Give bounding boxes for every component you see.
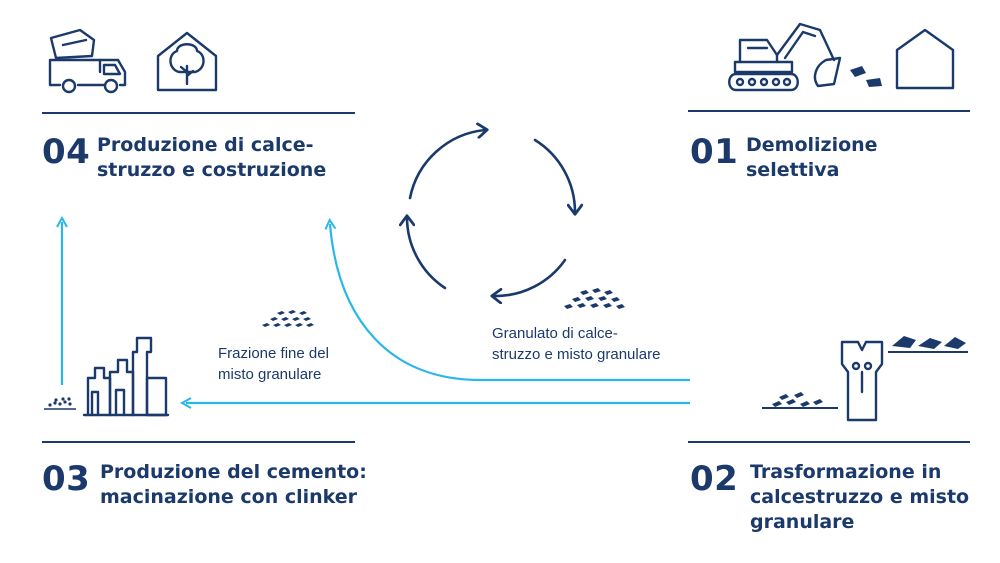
cycle-arc-bottom (494, 258, 567, 296)
house-tree-icon (156, 31, 218, 92)
fine-fraction-label: Frazione fine del misto granulare (218, 343, 329, 385)
cycle-arrows-icon (407, 130, 575, 296)
step-number: 02 (690, 459, 739, 499)
crusher-icon (840, 340, 884, 422)
step-title-line: struzzo e costruzione (97, 159, 327, 181)
flow-label-line: misto granulare (218, 366, 322, 383)
fine-fraction-pile-icon (262, 310, 314, 327)
step-title-line: calcestruzzo e misto (750, 486, 970, 508)
flow-arrows (62, 222, 690, 403)
granulate-pile-icon (564, 288, 625, 309)
step-title: Demolizione selettiva (746, 133, 878, 183)
cycle-arc-top (408, 130, 485, 200)
step-title-line: Demolizione (746, 134, 878, 156)
house-outline-icon (895, 28, 955, 90)
excavator-icon (728, 22, 842, 92)
step-number: 03 (42, 459, 91, 499)
cycle-arc-left (407, 218, 447, 290)
cement-plant-icon (82, 336, 170, 417)
cement-dust-icon (44, 397, 76, 410)
step-title-line: selettiva (746, 159, 840, 181)
step-number: 01 (690, 132, 739, 172)
step-title-line: macinazione con clinker (100, 486, 358, 508)
granulate-label: Granulato di calce- struzzo e misto gran… (492, 323, 660, 365)
flow-label-line: Frazione fine del (218, 345, 329, 362)
step-number: 04 (42, 132, 91, 172)
step-title: Trasformazione in calcestruzzo e misto g… (750, 460, 969, 535)
stone-pile-bottom-icon (762, 392, 838, 409)
step-title-line: granulare (750, 511, 855, 533)
step-title-line: Trasformazione in (750, 461, 942, 483)
step-title-line: Produzione di calce- (97, 134, 314, 156)
flow-label-line: Granulato di calce- (492, 325, 618, 342)
step-title: Produzione di calce- struzzo e costruzio… (97, 133, 326, 183)
cycle-arc-right (533, 138, 575, 212)
cement-mixer-truck-icon (48, 28, 127, 94)
stone-pile-top-icon (888, 336, 968, 353)
flow-arrow-02-to-04 (330, 224, 690, 382)
step-title-line: Produzione del cemento: (100, 461, 367, 483)
flow-label-line: struzzo e misto granulare (492, 346, 661, 363)
step-title: Produzione del cemento: macinazione con … (100, 460, 367, 510)
debris-icon (850, 66, 882, 87)
